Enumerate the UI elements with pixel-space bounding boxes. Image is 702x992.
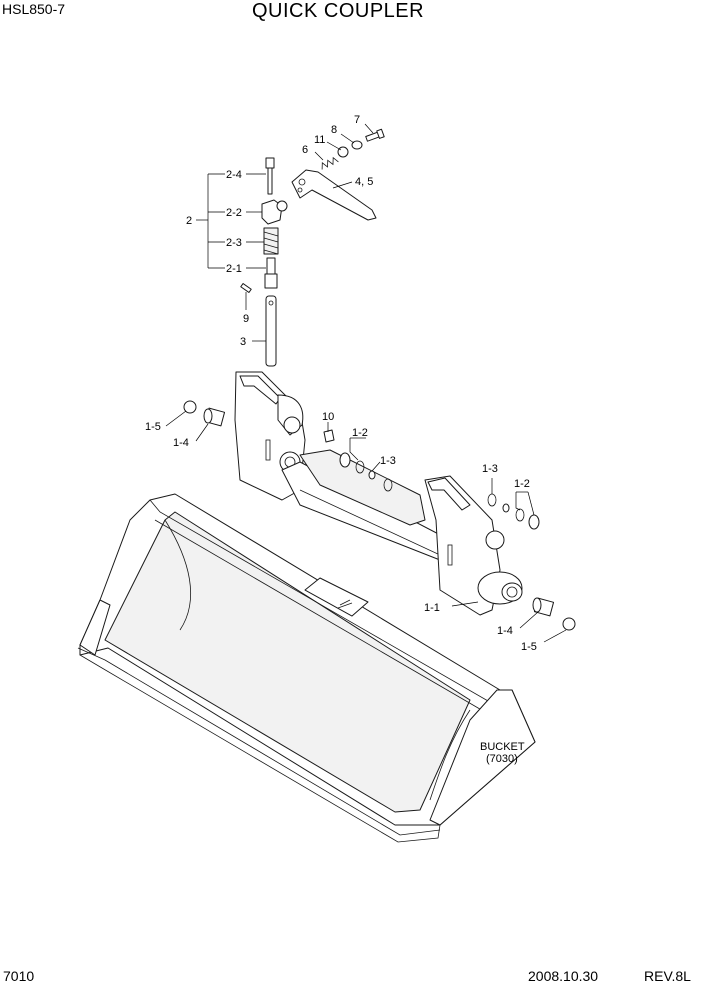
part-1-3-oring-right bbox=[487, 493, 497, 507]
callout-9: 9 bbox=[243, 313, 249, 325]
part-1-5-cap-right bbox=[562, 617, 576, 631]
callout-1-4-right: 1-4 bbox=[497, 625, 513, 637]
bucket-ref: (7030) bbox=[486, 753, 518, 765]
coupler-frame bbox=[234, 371, 523, 616]
callout-11: 11 bbox=[314, 134, 325, 146]
callout-1-3-mid: 1-3 bbox=[380, 455, 396, 467]
part-1-2-seal-mid bbox=[339, 452, 351, 468]
part-10-fitting bbox=[323, 429, 335, 443]
bucket-label: BUCKET bbox=[480, 741, 525, 753]
callout-4-5: 4, 5 bbox=[355, 176, 373, 188]
callout-1-2-right: 1-2 bbox=[514, 478, 530, 490]
part-2-2-block bbox=[261, 199, 288, 225]
part-1-5-cap-left bbox=[183, 400, 197, 414]
part-1-2-seal-right bbox=[528, 514, 540, 530]
part-9-pin bbox=[240, 282, 252, 294]
callout-6: 6 bbox=[302, 144, 308, 156]
part-1-3-ring-right bbox=[502, 503, 510, 513]
callout-2-3: 2-3 bbox=[226, 237, 242, 249]
callout-1-5-left: 1-5 bbox=[145, 421, 161, 433]
part-1-2-oring-right bbox=[515, 508, 525, 522]
callout-8: 8 bbox=[331, 124, 337, 136]
part-6-spring bbox=[321, 156, 339, 170]
part-1-3-oring-mid bbox=[383, 478, 393, 492]
part-8-washer bbox=[351, 140, 363, 150]
callout-1-1: 1-1 bbox=[424, 602, 440, 614]
part-1-4-bushing-left bbox=[203, 407, 226, 427]
callout-1-5-right: 1-5 bbox=[521, 641, 537, 653]
callout-2-1: 2-1 bbox=[226, 263, 242, 275]
part-2-3-spring bbox=[263, 227, 279, 255]
callout-3: 3 bbox=[240, 336, 246, 348]
page-title: QUICK COUPLER bbox=[252, 0, 425, 22]
part-11-nut bbox=[337, 146, 349, 158]
part-1-2-oring-mid bbox=[355, 460, 365, 474]
callout-1-4-left: 1-4 bbox=[173, 437, 189, 449]
callout-2-2: 2-2 bbox=[226, 207, 242, 219]
model-label: HSL850-7 bbox=[2, 1, 66, 17]
part-1-4-bushing-right bbox=[532, 597, 555, 617]
revision-code: REV.8L bbox=[644, 968, 691, 984]
callout-10: 10 bbox=[322, 411, 334, 423]
part-2-4-bolt bbox=[265, 157, 275, 195]
bucket bbox=[77, 493, 536, 843]
callout-2-4: 2-4 bbox=[226, 169, 242, 181]
part-7-bolt bbox=[365, 128, 385, 142]
part-3-rod bbox=[265, 295, 277, 367]
callout-1-3-right: 1-3 bbox=[482, 463, 498, 475]
part-1-3-ring-mid bbox=[368, 470, 376, 480]
revision-date: 2008.10.30 bbox=[528, 968, 599, 984]
callout-2: 2 bbox=[186, 215, 192, 227]
part-2-1-pin bbox=[264, 257, 278, 289]
part-4-5-lever bbox=[291, 169, 377, 221]
page-number: 7010 bbox=[3, 968, 35, 984]
callout-7: 7 bbox=[354, 114, 360, 126]
callout-1-2-mid: 1-2 bbox=[352, 427, 368, 439]
leader-lines bbox=[165, 123, 567, 643]
